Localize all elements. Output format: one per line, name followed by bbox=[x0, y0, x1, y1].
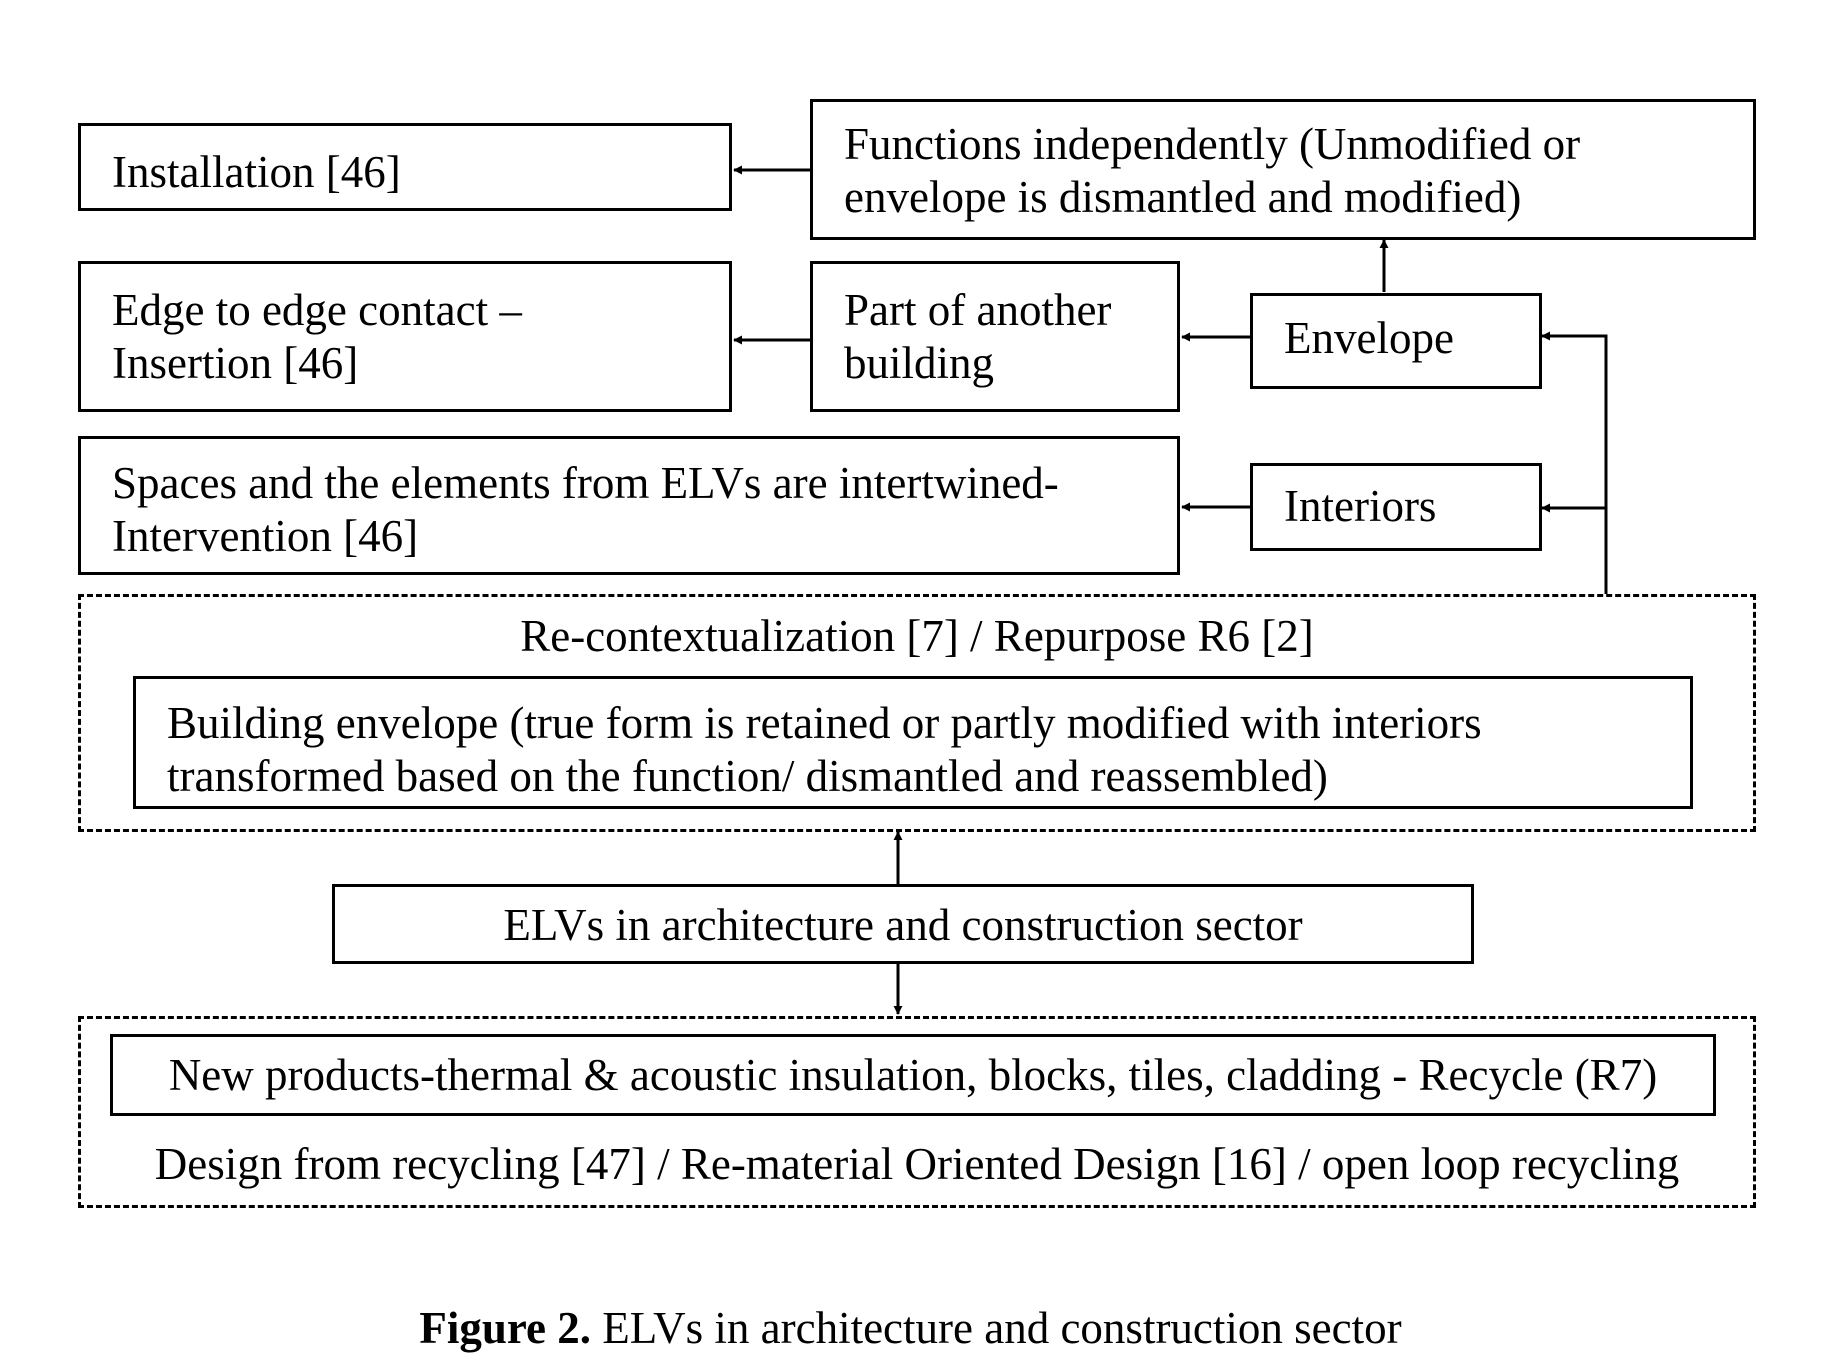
elvs-sector-box: ELVs in architecture and construction se… bbox=[332, 884, 1474, 964]
recontextualization-group bbox=[78, 594, 1756, 832]
interiors-box: Interiors bbox=[1250, 463, 1542, 551]
design-from-recycling-label: Design from recycling [47] / Re-material… bbox=[154, 1139, 1680, 1189]
part-of-another-line-2: building bbox=[844, 338, 995, 388]
design-from-recycling-group bbox=[78, 1016, 1756, 1208]
building-envelope-line-1: Building envelope (true form is retained… bbox=[167, 698, 1482, 748]
functions-independently-line-1: Functions independently (Unmodified or bbox=[844, 119, 1581, 169]
recontextualization-label: Re-contextualization [7] / Repurpose R6 … bbox=[520, 611, 1314, 661]
elvs-sector-label: ELVs in architecture and construction se… bbox=[503, 900, 1303, 950]
edge-to-edge-line-2: Insertion [46] bbox=[112, 338, 359, 388]
building-envelope-box: Building envelope (true form is retained… bbox=[133, 676, 1693, 809]
figure-caption-label: Figure 2. bbox=[419, 1303, 592, 1353]
spaces-intertwined-line-2: Intervention [46] bbox=[112, 511, 419, 561]
spaces-intertwined-box: Spaces and the elements from ELVs are in… bbox=[78, 436, 1180, 575]
figure-caption-text: ELVs in architecture and construction se… bbox=[602, 1303, 1402, 1353]
edge-to-edge-line-1: Edge to edge contact – bbox=[112, 285, 522, 335]
arrow-group-to-envelope bbox=[1541, 331, 1608, 594]
building-envelope-line-2: transformed based on the function/ disma… bbox=[167, 751, 1328, 801]
part-of-another-line-1: Part of another bbox=[844, 285, 1112, 335]
installation-box: Installation [46] bbox=[78, 123, 732, 211]
new-products-box: New products-thermal & acoustic insulati… bbox=[110, 1034, 1716, 1116]
functions-independently-line-2: envelope is dismantled and modified) bbox=[844, 172, 1522, 222]
functions-independently-box: Functions independently (Unmodified or e… bbox=[810, 99, 1756, 240]
edge-to-edge-box: Edge to edge contact – Insertion [46] bbox=[78, 261, 732, 412]
envelope-box: Envelope bbox=[1250, 293, 1542, 389]
new-products-label: New products-thermal & acoustic insulati… bbox=[168, 1050, 1658, 1100]
part-of-another-building-box: Part of another building bbox=[810, 261, 1180, 412]
envelope-label: Envelope bbox=[1284, 313, 1454, 363]
spaces-intertwined-line-1: Spaces and the elements from ELVs are in… bbox=[112, 458, 1059, 508]
figure-caption: Figure 2. ELVs in architecture and const… bbox=[0, 1302, 1821, 1355]
installation-label: Installation [46] bbox=[112, 147, 401, 197]
connector-arrows bbox=[733, 165, 1608, 1015]
interiors-label: Interiors bbox=[1284, 481, 1437, 531]
